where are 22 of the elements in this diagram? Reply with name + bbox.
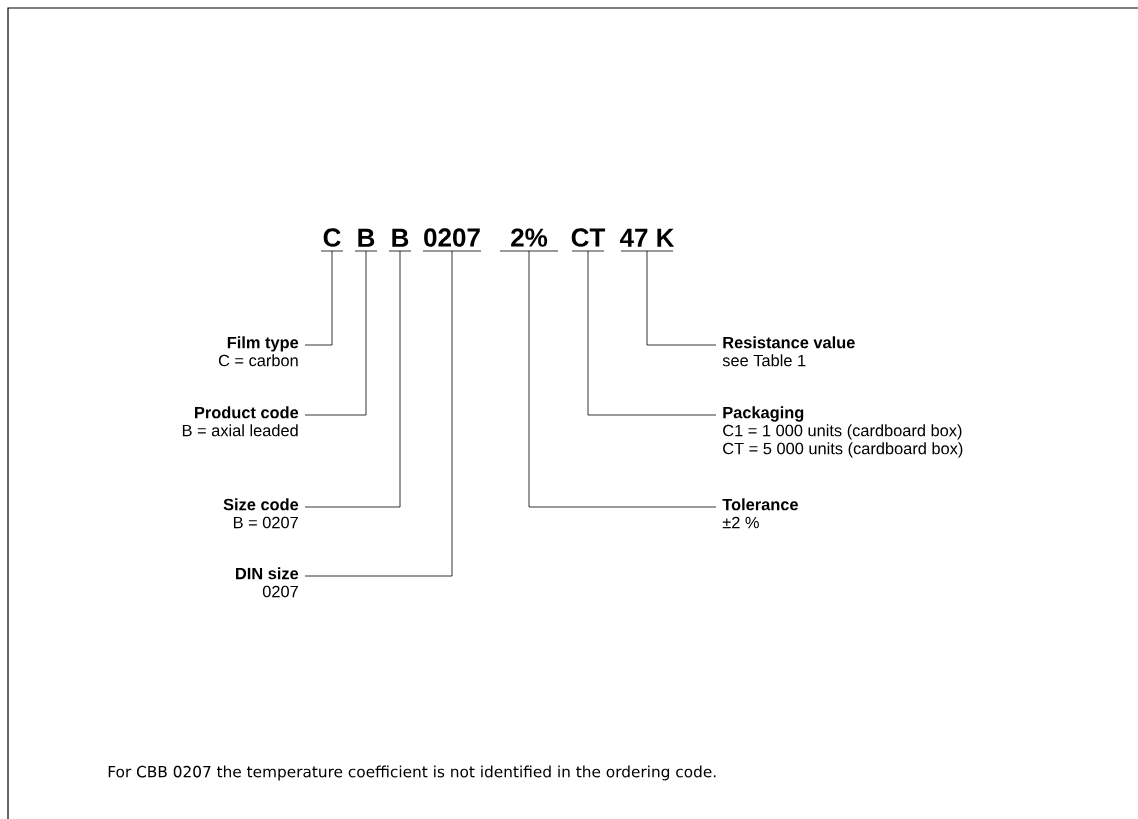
code-segment: 0207 (422, 228, 482, 252)
field-description: Product code B = axial leaded (182, 406, 299, 437)
leader-line (304, 250, 333, 346)
leader-line (304, 250, 401, 508)
leader-line (304, 250, 367, 416)
field-description: Packaging C1 = 1 000 units (cardboard box) CT = 5 000 units (cardboard box) (723, 406, 963, 458)
leader-line (304, 250, 453, 577)
code-segment: B (388, 228, 412, 252)
leader-line (587, 250, 717, 416)
code-segment: C (320, 228, 344, 252)
code-segment: B (354, 228, 378, 252)
field-description: DIN size 0207 (236, 567, 299, 598)
code-segment: 2% (499, 228, 559, 252)
caption: For CBB 0207 the temperature coefficient is not identified in the ordering code. (108, 765, 716, 781)
field-description: Resistance value see Table 1 (722, 336, 855, 367)
field-description: Film type C = carbon (218, 336, 299, 367)
field-description: Size code B = 0207 (223, 498, 299, 529)
code-segment: CT (571, 228, 606, 252)
leader-line (528, 250, 717, 508)
code-segment: 47 K (619, 228, 675, 252)
field-description: Tolerance ±2 % (722, 498, 798, 529)
leader-line (646, 250, 717, 346)
